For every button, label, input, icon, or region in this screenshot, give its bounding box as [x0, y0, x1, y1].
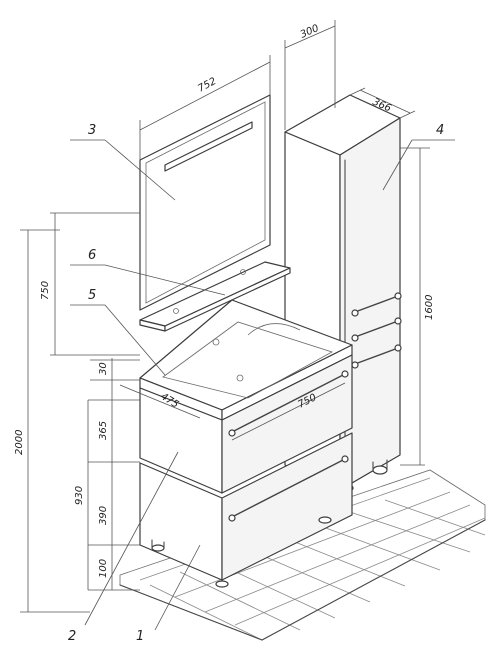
dim-drawer-bottom-height: 390 [98, 506, 109, 525]
dim-mirror-height: 750 [40, 281, 51, 300]
towel-bars [351, 292, 402, 369]
callout-numbers: 3 4 6 5 2 1 [68, 123, 444, 644]
dim-vanity-height: 930 [74, 486, 85, 505]
callout-leaders [70, 139, 455, 631]
dim-top-thickness: 30 [98, 362, 109, 375]
callout-3: 3 [88, 123, 96, 138]
callout-2: 2 [68, 629, 76, 644]
callout-1: 1 [136, 629, 144, 644]
dim-mirror-width: 752 [196, 76, 218, 95]
dim-cabinet-height: 1600 [424, 295, 435, 320]
callout-6: 6 [88, 248, 96, 263]
dim-cabinet-depth: 300 [299, 23, 321, 41]
dim-leg-height: 100 [98, 559, 109, 578]
glass-shelf [139, 261, 291, 332]
dim-total-height: 2000 [14, 430, 25, 455]
mirror [139, 94, 271, 311]
callout-4: 4 [436, 123, 444, 138]
vanity-cabinet [139, 354, 353, 588]
dimension-lines [20, 20, 430, 613]
callout-5: 5 [88, 288, 96, 303]
dim-drawer-top-height: 365 [98, 421, 109, 440]
